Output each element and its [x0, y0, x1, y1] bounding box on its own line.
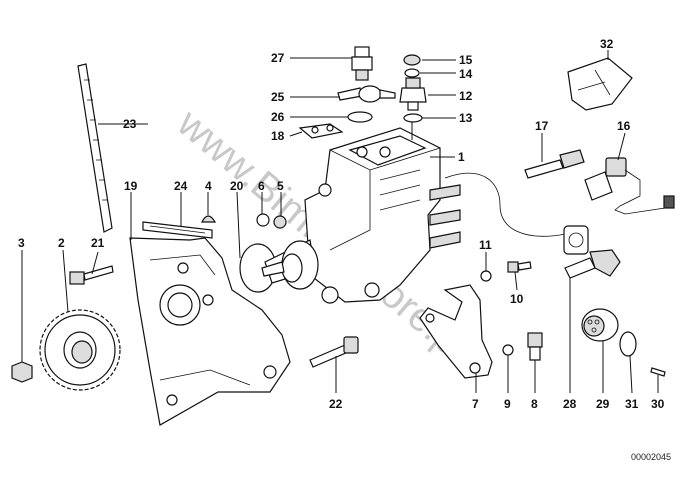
part-14-ring [404, 68, 420, 78]
part-24-gasket [142, 221, 213, 239]
callout-29: 29 [596, 397, 610, 411]
part-9-washer [502, 344, 514, 356]
part-32-bracket [567, 57, 633, 111]
part-22-long-bolt [309, 336, 359, 368]
part-7-bracket [419, 284, 493, 379]
callout-2: 2 [58, 236, 65, 250]
document-number: 00002045 [631, 452, 671, 462]
part-17-pin [524, 149, 585, 179]
part-19-timing-cover [129, 237, 291, 426]
part-5-nut [273, 215, 287, 229]
part-10-bolt [507, 261, 532, 273]
part-1-injection-pump [261, 127, 461, 304]
part-6-washer [256, 213, 270, 227]
callout-19: 19 [124, 179, 138, 193]
callout-5: 5 [277, 179, 284, 193]
callout-12: 12 [459, 89, 473, 103]
pump-harness-connector [563, 225, 589, 255]
callout-labels: 27 15 14 12 13 25 26 18 1 23 32 17 16 19… [18, 37, 665, 411]
callout-25: 25 [271, 90, 285, 104]
callout-32: 32 [600, 37, 614, 51]
callout-4: 4 [205, 179, 212, 193]
part-13-o-ring [403, 113, 423, 123]
callout-1: 1 [458, 150, 465, 164]
part-16-sensor [584, 157, 675, 215]
callout-6: 6 [258, 179, 265, 193]
part-21-bolt [69, 265, 114, 285]
part-11-washer [480, 270, 492, 282]
callout-17: 17 [535, 119, 549, 133]
callout-21: 21 [91, 236, 105, 250]
callout-15: 15 [459, 53, 473, 67]
part-15-cap [403, 54, 421, 66]
part-3-nut [11, 361, 33, 383]
callout-20: 20 [230, 179, 244, 193]
part-23-rail [77, 63, 113, 233]
callout-14: 14 [459, 67, 473, 81]
callout-11: 11 [479, 238, 492, 252]
callout-7: 7 [472, 397, 479, 411]
callout-16: 16 [617, 119, 631, 133]
part-30-pin [650, 367, 666, 377]
callout-8: 8 [531, 397, 538, 411]
callout-10: 10 [510, 292, 524, 306]
part-31-o-ring [619, 331, 637, 357]
part-27-fitting [351, 46, 373, 81]
callout-3: 3 [18, 236, 25, 250]
leader-lines [21, 50, 659, 394]
part-12-valve [399, 77, 427, 111]
callout-13: 13 [459, 111, 473, 125]
callout-18: 18 [271, 129, 285, 143]
callout-28: 28 [563, 397, 577, 411]
part-2-sprocket [39, 309, 121, 391]
callout-31: 31 [625, 397, 639, 411]
callout-30: 30 [651, 397, 665, 411]
callout-24: 24 [174, 179, 188, 193]
callout-27: 27 [271, 51, 285, 65]
part-28-connector [564, 249, 621, 279]
part-26-washer [347, 111, 373, 123]
callout-23: 23 [123, 117, 137, 131]
part-18-clip [298, 123, 344, 139]
pump-wiring-harness [444, 172, 573, 237]
part-4-key [201, 215, 217, 223]
part-29-round-connector [581, 308, 619, 342]
callout-9: 9 [504, 397, 511, 411]
part-25-banjo-bolt [337, 85, 396, 103]
callout-22: 22 [329, 397, 343, 411]
part-8-bolt [527, 332, 543, 361]
callout-26: 26 [271, 110, 285, 124]
